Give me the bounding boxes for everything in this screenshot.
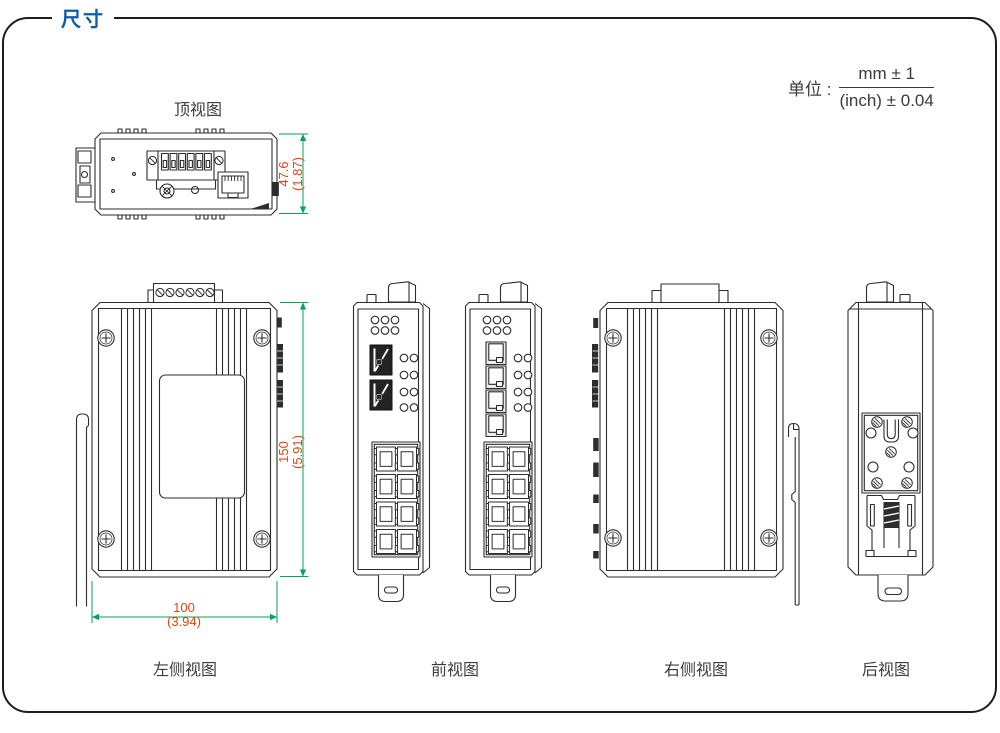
dimension-side-width-inch: (3.94) xyxy=(167,614,201,629)
unit-label: 单位 : xyxy=(788,80,832,99)
dimension-side-height-mm: 150 xyxy=(276,441,291,463)
dimension-side-height: 150 (5.91) xyxy=(276,402,305,502)
top-view-drawing xyxy=(75,128,279,220)
dimension-side-width: 100 (3.94) xyxy=(134,601,234,629)
top-view-label: 顶视图 xyxy=(173,102,222,119)
dimension-side-height-inch: (5.91) xyxy=(290,435,305,469)
rear-view-label: 后视图 xyxy=(861,662,910,679)
dimension-side-width-mm: 100 xyxy=(173,600,195,615)
front-view-sfp-drawing xyxy=(352,281,431,603)
rear-view-drawing xyxy=(847,281,934,602)
dimension-top-height: 47.6 (1.87) xyxy=(276,124,305,224)
front-view-fiber-drawing xyxy=(464,281,543,603)
left-view-label: 左侧视图 xyxy=(152,662,217,679)
dimension-top-height-mm: 47.6 xyxy=(276,161,291,187)
left-side-view-drawing xyxy=(75,282,283,607)
unit-mm: mm ± 1 xyxy=(839,64,934,88)
dimension-top-height-inch: (1.87) xyxy=(290,157,305,191)
unit-inch: (inch) ± 0.04 xyxy=(839,91,934,110)
front-view-label: 前视图 xyxy=(430,662,479,679)
right-side-view-drawing xyxy=(592,283,800,606)
dimension-lines xyxy=(91,133,309,623)
unit-fraction: mm ± 1 (inch) ± 0.04 xyxy=(839,64,934,111)
right-view-label: 右侧视图 xyxy=(663,662,728,679)
unit-note: 单位 : mm ± 1 (inch) ± 0.04 xyxy=(788,64,934,111)
page-border xyxy=(2,17,997,713)
page-title: 尺寸 xyxy=(52,3,114,32)
